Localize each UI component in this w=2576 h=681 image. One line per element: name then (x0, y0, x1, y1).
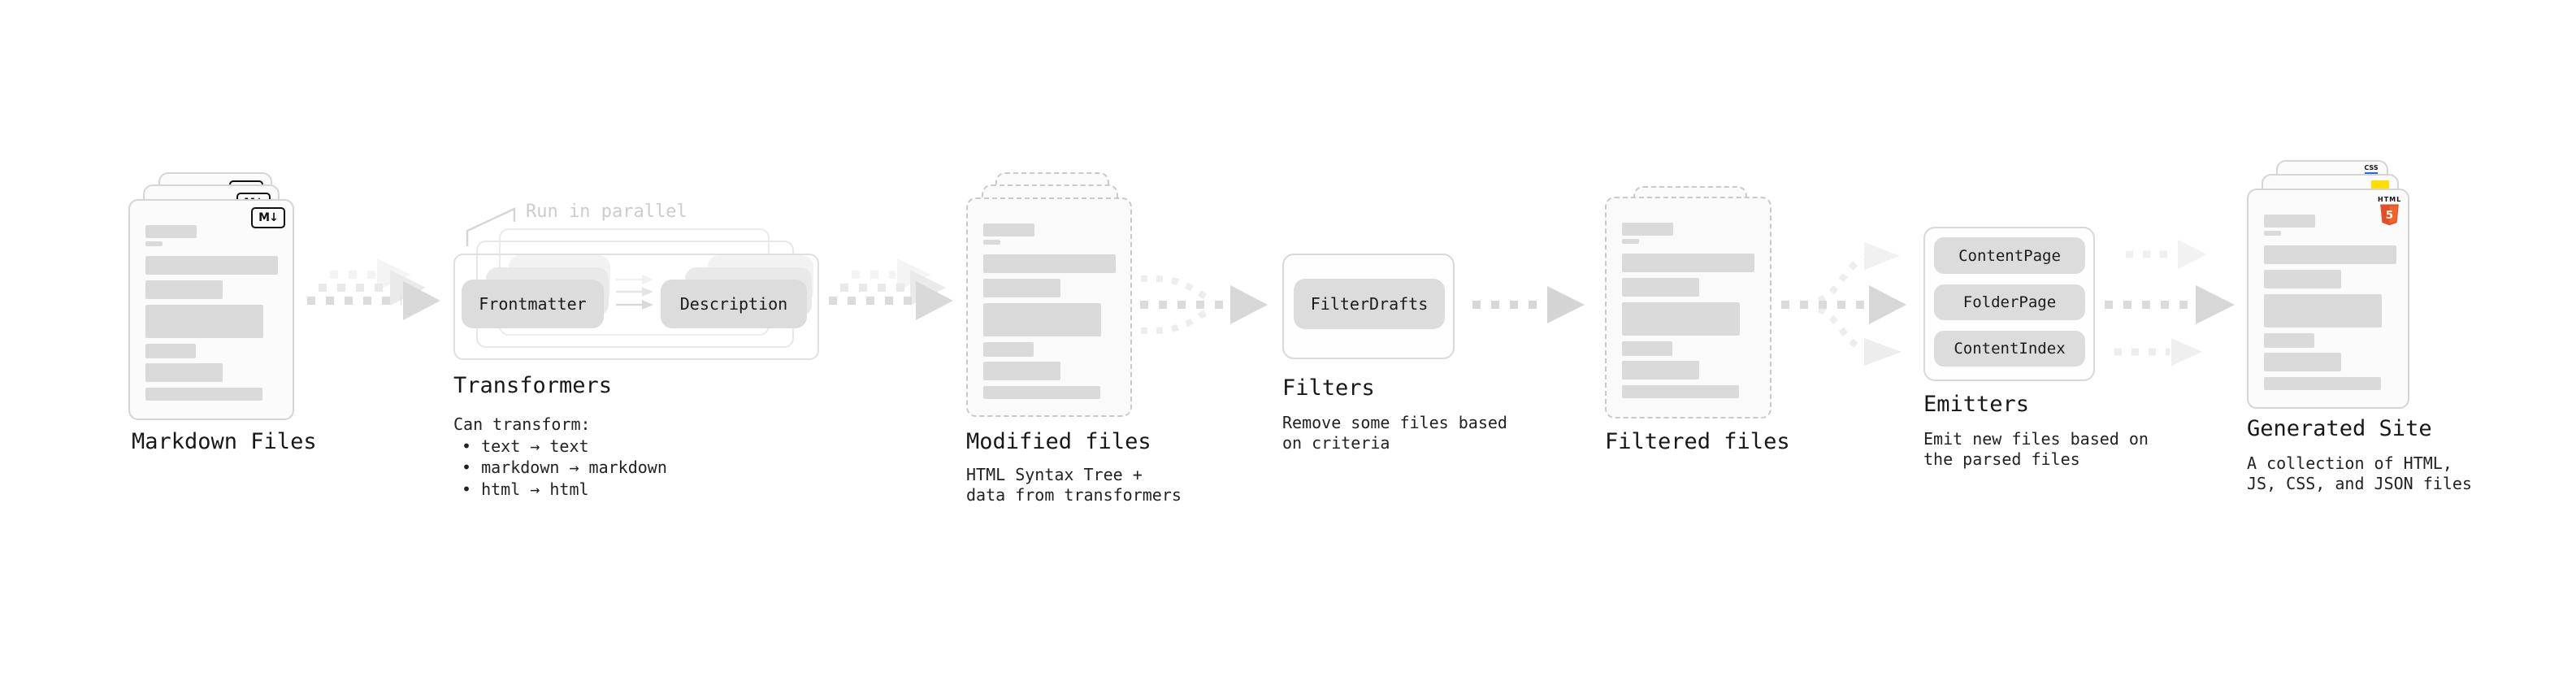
contentindex-node: ContentIndex (1934, 331, 2085, 367)
doc-line-bar (1622, 385, 1739, 398)
document-content-placeholder (1622, 223, 1754, 398)
arrow-filters-to-filtered (1472, 286, 1585, 323)
doc-line-bar (983, 279, 1060, 297)
doc-line-bar (983, 254, 1116, 273)
doc-line-bar (1622, 278, 1699, 297)
css-icon: CSS (2364, 165, 2379, 175)
doc-line-bar (2264, 215, 2315, 228)
transformer-run-outline-front (453, 254, 819, 360)
run-in-parallel-annotation: Run in parallel (526, 202, 687, 222)
filterdrafts-node: FilterDrafts (1294, 279, 1445, 329)
doc-line-bar (983, 362, 1060, 380)
arrow-filtered-to-emitters (1781, 242, 1906, 366)
modified-files-title: Modified files (966, 429, 1151, 454)
filters-title: Filters (1282, 375, 1375, 401)
doc-line-bar (2264, 245, 2396, 264)
description-line: • markdown → markdown (462, 458, 667, 477)
doc-line-bar (145, 305, 263, 338)
doc-line-bar (2264, 353, 2341, 371)
generated-site-description: A collection of HTML, JS, CSS, and JSON … (2247, 453, 2472, 494)
css-icon-bar (2365, 172, 2378, 175)
description-line: • html → html (462, 479, 589, 499)
arrow-emitters-to-generated (2105, 240, 2235, 366)
markdown-files-title: Markdown Files (132, 429, 317, 454)
description-line: on criteria (1282, 433, 1390, 453)
arrow-modified-to-filters (1140, 275, 1268, 334)
description-line: Remove some files based (1282, 413, 1507, 432)
filters-description: Remove some files based on criteria (1282, 413, 1507, 453)
description-line: data from transformers (966, 485, 1182, 505)
doc-line-bar (983, 303, 1101, 336)
modified-file-card-front (966, 197, 1132, 417)
transformers-title: Transformers (453, 373, 613, 398)
doc-line-bar (2264, 294, 2382, 327)
doc-line-bar (145, 241, 163, 246)
transformers-description: Can transform: • text → text • markdown … (453, 414, 667, 500)
folderpage-node: FolderPage (1934, 284, 2085, 320)
generated-site-title: Generated Site (2247, 416, 2432, 441)
filtered-files-title: Filtered files (1605, 429, 1790, 454)
html5-icon-word: HTML (2378, 196, 2402, 203)
emitters-title: Emitters (1923, 392, 2030, 417)
doc-line-bar (983, 240, 1000, 245)
document-content-placeholder (2264, 215, 2396, 390)
doc-line-bar (145, 256, 278, 275)
arrow-markdown-to-transformers (307, 258, 440, 320)
js-icon (2371, 180, 2389, 189)
description-line: HTML Syntax Tree + (966, 465, 1143, 484)
arrow-transformers-to-modified (829, 258, 953, 320)
svg-text:5: 5 (2385, 209, 2392, 222)
doc-line-bar (2264, 270, 2341, 288)
doc-line-bar (2264, 333, 2314, 348)
css-icon-label: CSS (2364, 164, 2379, 171)
doc-line-bar (983, 342, 1034, 357)
doc-line-bar (1622, 302, 1740, 336)
emitters-description: Emit new files based on the parsed files (1923, 429, 2149, 470)
doc-line-bar (2264, 231, 2281, 236)
modified-files-description: HTML Syntax Tree + data from transformer… (966, 465, 1182, 505)
document-content-placeholder (983, 223, 1116, 399)
description-line: • text → text (462, 436, 589, 456)
description-line: JS, CSS, and JSON files (2247, 474, 2472, 493)
markdown-icon: M↓ (251, 207, 285, 228)
description-line: A collection of HTML, (2247, 453, 2452, 473)
description-line: the parsed files (1923, 449, 2080, 469)
doc-line-bar (983, 386, 1100, 399)
html5-shield-icon: 5 (2379, 204, 2399, 226)
doc-line-bar (145, 363, 223, 382)
doc-line-bar (145, 280, 223, 299)
frontmatter-node: Frontmatter (462, 280, 604, 328)
generated-file-card-front: HTML 5 (2247, 189, 2409, 409)
html5-icon: HTML 5 (2378, 196, 2400, 230)
doc-line-bar (145, 225, 197, 238)
doc-line-bar (145, 388, 262, 401)
contentpage-node: ContentPage (1934, 237, 2085, 274)
doc-line-bar (2264, 377, 2381, 390)
doc-line-bar (1622, 341, 1672, 356)
doc-line-bar (1622, 223, 1673, 236)
document-content-placeholder (145, 225, 278, 401)
description-line: Can transform: (453, 414, 591, 434)
description-line: Emit new files based on (1923, 429, 2149, 449)
markdown-file-card-front: M↓ (128, 199, 294, 420)
doc-line-bar (145, 344, 196, 358)
doc-line-bar (1622, 239, 1639, 244)
doc-line-bar (983, 223, 1034, 236)
doc-line-bar (1622, 254, 1754, 272)
description-node: Description (661, 280, 807, 328)
filtered-file-card-front (1605, 197, 1772, 419)
doc-line-bar (1622, 361, 1699, 380)
